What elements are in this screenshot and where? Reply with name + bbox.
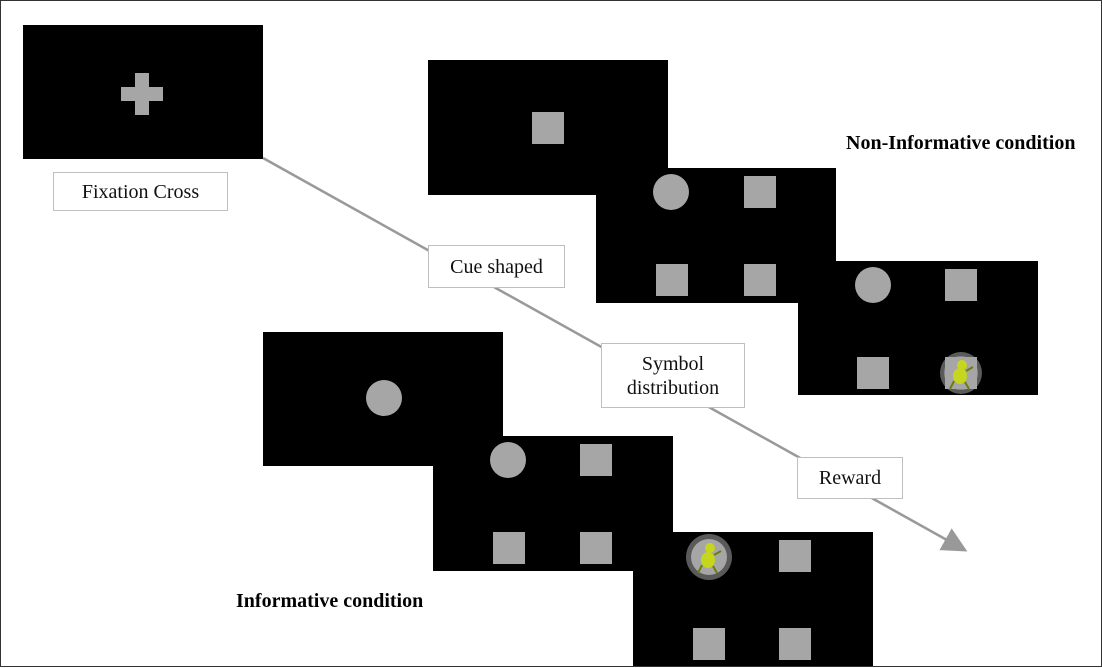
cue-label: Cue shaped (428, 245, 565, 288)
informative-condition-title: Informative condition (236, 590, 424, 612)
circle-stimulus (490, 442, 526, 478)
square-stimulus (779, 540, 811, 572)
circle-stimulus (855, 267, 891, 303)
noninformative-reward-screen (798, 261, 1038, 395)
reward-label: Reward (797, 457, 903, 499)
square-stimulus (493, 532, 525, 564)
reward-figure-icon (940, 352, 982, 394)
square-stimulus (532, 112, 564, 144)
square-stimulus (857, 357, 889, 389)
square-stimulus (693, 628, 725, 660)
fixation-screen (23, 25, 263, 159)
square-stimulus (656, 264, 688, 296)
circle-stimulus (366, 380, 402, 416)
fixation-cross-icon (121, 73, 163, 115)
symbol-label: Symbol distribution (601, 343, 745, 408)
square-stimulus (744, 264, 776, 296)
square-stimulus (580, 532, 612, 564)
square-stimulus (779, 628, 811, 660)
square-stimulus (945, 269, 977, 301)
informative-symbol-screen (433, 436, 673, 571)
informative-reward-screen (633, 532, 873, 666)
noninformative-condition-title: Non-Informative condition (846, 132, 1076, 154)
circle-stimulus (653, 174, 689, 210)
noninformative-symbol-screen (596, 168, 836, 303)
fixation-label: Fixation Cross (53, 172, 228, 211)
reward-figure-icon (686, 534, 732, 580)
square-stimulus (744, 176, 776, 208)
square-stimulus (580, 444, 612, 476)
